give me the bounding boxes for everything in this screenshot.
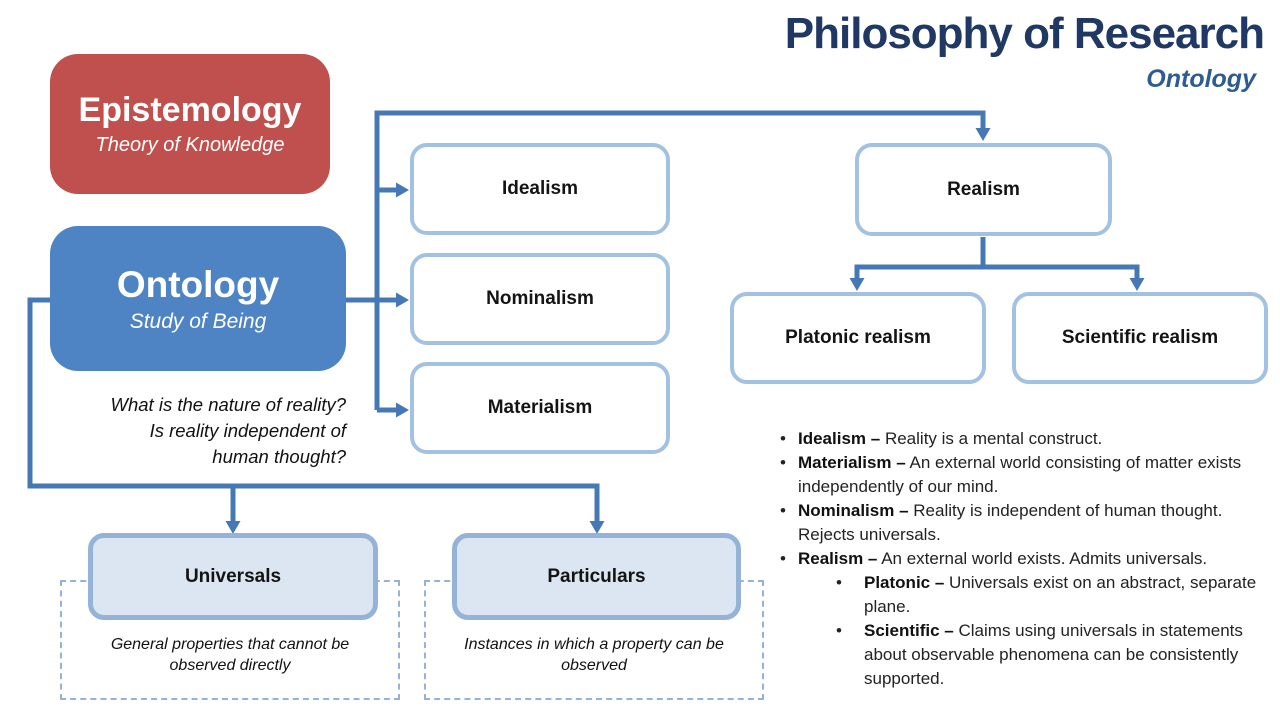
definition-desc: Claims using universals in statements ab… — [864, 621, 1243, 688]
universals-dashed-region: General properties that cannot be observ… — [60, 580, 400, 700]
node-platonic-realism: Platonic realism — [730, 292, 986, 384]
node-particulars: Particulars — [452, 533, 741, 620]
ontology-box: Ontology Study of Being — [50, 226, 346, 371]
ontology-subtitle: Study of Being — [129, 309, 267, 333]
list-item: • Realism – An external world exists. Ad… — [780, 547, 1262, 571]
arrow-universals — [225, 521, 241, 534]
definition-desc: Reality is independent of human thought.… — [798, 501, 1223, 544]
arrow-particulars — [589, 521, 605, 534]
arrow-materialism — [396, 402, 409, 418]
arrowheads — [225, 128, 1145, 534]
page-title: Philosophy of Research — [784, 9, 1265, 58]
list-item-sub: • Platonic – Universals exist on an abst… — [836, 571, 1262, 619]
list-item: • Idealism – Reality is a mental constru… — [780, 427, 1262, 451]
list-item: • Nominalism – Reality is independent of… — [780, 499, 1262, 547]
page-subtitle: Ontology — [1146, 65, 1256, 94]
definition-desc: Reality is a mental construct. — [884, 429, 1103, 448]
arrow-nominalism — [396, 292, 409, 308]
bullet-icon: • — [836, 621, 842, 640]
connector-trunk-positions — [374, 110, 986, 410]
ontology-title: Ontology — [116, 263, 280, 305]
definition-term: Realism – — [798, 549, 878, 568]
node-universals: Universals — [88, 533, 378, 620]
epistemology-title: Epistemology — [78, 91, 302, 129]
definition-term: Materialism – — [798, 453, 906, 472]
bullet-icon: • — [780, 429, 786, 448]
arrow-scientific — [1129, 278, 1145, 291]
definition-term: Nominalism – — [798, 501, 909, 520]
particulars-description: Instances in which a property can be obs… — [464, 636, 724, 674]
connector-realism-split — [854, 264, 1140, 278]
definition-desc: An external world consisting of matter e… — [798, 453, 1242, 496]
definition-term: Scientific – — [864, 621, 954, 640]
node-idealism: Idealism — [410, 143, 670, 235]
epistemology-box: Epistemology Theory of Knowledge — [50, 54, 330, 194]
arrow-platonic — [849, 278, 865, 291]
header: Philosophy of Research Ontology — [784, 9, 1265, 94]
definition-desc: Universals exist on an abstract, separat… — [864, 573, 1257, 616]
definition-term: Idealism – — [798, 429, 881, 448]
bullet-icon: • — [836, 573, 842, 592]
arrow-realism — [975, 128, 991, 141]
definition-term: Platonic – — [864, 573, 945, 592]
bullet-icon: • — [780, 453, 786, 472]
definition-desc: An external world exists. Admits univers… — [881, 549, 1208, 568]
epistemology-subtitle: Theory of Knowledge — [95, 134, 285, 156]
node-scientific-realism: Scientific realism — [1012, 292, 1268, 384]
bullet-icon: • — [780, 501, 786, 520]
node-realism: Realism — [855, 143, 1112, 236]
bullet-icon: • — [780, 549, 786, 568]
definitions-list: • Idealism – Reality is a mental constru… — [780, 427, 1262, 691]
list-item-sub: • Scientific – Claims using universals i… — [836, 619, 1262, 691]
universals-description: General properties that cannot be observ… — [110, 636, 350, 674]
node-nominalism: Nominalism — [410, 253, 670, 345]
node-materialism: Materialism — [410, 362, 670, 454]
arrow-idealism — [396, 182, 409, 198]
list-item: • Materialism – An external world consis… — [780, 451, 1262, 499]
connector-ontology-to-universals-particulars — [27, 297, 600, 521]
ontology-question: What is the nature of reality? Is realit… — [110, 394, 346, 467]
